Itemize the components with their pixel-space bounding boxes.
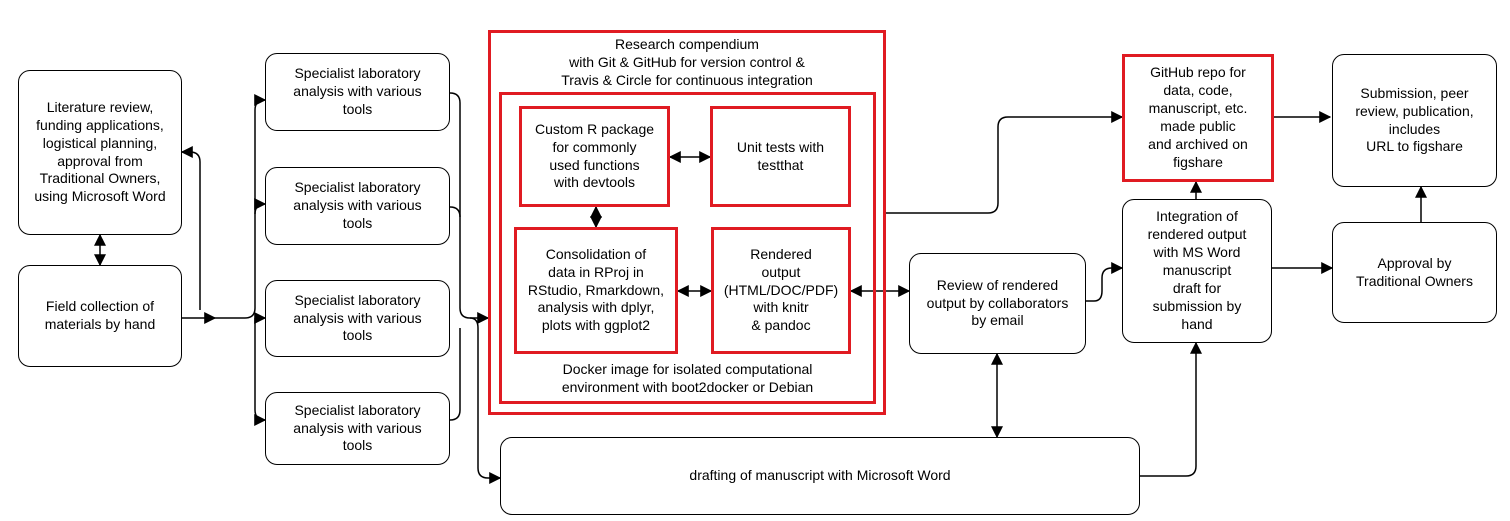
- docker-image-caption: Docker image for isolated computational …: [561, 361, 814, 395]
- connector-to-drafting: [469, 317, 502, 484]
- literature-review-box: Literature review, funding applications,…: [18, 70, 182, 235]
- review-box: Review of rendered output by collaborato…: [909, 253, 1086, 354]
- consolidation-text: Consolidation of data in RProj in RStudi…: [527, 245, 665, 334]
- custom-r-package-text: Custom R package for commonly used funct…: [534, 120, 655, 191]
- lab-analysis-box-2: Specialist laboratory analysis with vari…: [265, 167, 450, 245]
- docker-image-frame: [499, 92, 876, 404]
- lab-analysis-box-3: Specialist laboratory analysis with vari…: [265, 280, 450, 357]
- lab-analysis-text-3: Specialist laboratory analysis with vari…: [293, 291, 422, 344]
- consolidation-box: Consolidation of data in RProj in RStudi…: [514, 227, 678, 354]
- connector-lab1-compendium: [449, 92, 490, 324]
- approval-box: Approval by Traditional Owners: [1332, 222, 1497, 323]
- lab-analysis-box-4: Specialist laboratory analysis with vari…: [265, 392, 450, 465]
- research-compendium-title: Research compendium with Git & GitHub fo…: [561, 36, 813, 88]
- submission-text: Submission, peer review, publication, in…: [1355, 84, 1474, 155]
- integration-box: Integration of rendered output with MS W…: [1122, 199, 1272, 343]
- unit-tests-box: Unit tests with testthat: [710, 106, 851, 207]
- unit-tests-text: Unit tests with testthat: [736, 138, 825, 173]
- lab-analysis-box-1: Specialist laboratory analysis with vari…: [265, 53, 450, 131]
- field-collection-box: Field collection of materials by hand: [18, 265, 182, 367]
- lab-analysis-text-1: Specialist laboratory analysis with vari…: [293, 65, 422, 117]
- literature-review-text: Literature review, funding applications,…: [34, 98, 166, 205]
- field-collection-text: Field collection of materials by hand: [44, 298, 156, 332]
- drafting-box: drafting of manuscript with Microsoft Wo…: [500, 437, 1140, 515]
- custom-r-package-box: Custom R package for commonly used funct…: [519, 106, 670, 207]
- drafting-text: drafting of manuscript with Microsoft Wo…: [689, 467, 951, 484]
- approval-text: Approval by Traditional Owners: [1356, 254, 1473, 289]
- connector-trunk-lab4: [254, 318, 267, 426]
- connector-literature-trunk: [180, 146, 201, 310]
- connector-trunk-labs: [215, 94, 267, 319]
- lab-analysis-text-4: Specialist laboratory analysis with vari…: [293, 401, 422, 454]
- connector-review-integration: [1086, 262, 1124, 302]
- github-repo-box: GitHub repo for data, code, manuscript, …: [1122, 54, 1274, 182]
- rendered-output-text: Rendered output (HTML/DOC/PDF) with knit…: [723, 245, 839, 334]
- review-text: Review of rendered output by collaborato…: [926, 276, 1069, 329]
- research-compendium-frame: [488, 30, 886, 415]
- lab-analysis-text-2: Specialist laboratory analysis with vari…: [293, 179, 422, 231]
- rendered-output-box: Rendered output (HTML/DOC/PDF) with knit…: [711, 227, 851, 354]
- github-repo-text: GitHub repo for data, code, manuscript, …: [1148, 64, 1248, 170]
- integration-text: Integration of rendered output with MS W…: [1147, 208, 1247, 332]
- connector-drafting-integration: [1140, 341, 1202, 477]
- connector-compendium-github: [886, 111, 1124, 214]
- submission-box: Submission, peer review, publication, in…: [1332, 54, 1497, 187]
